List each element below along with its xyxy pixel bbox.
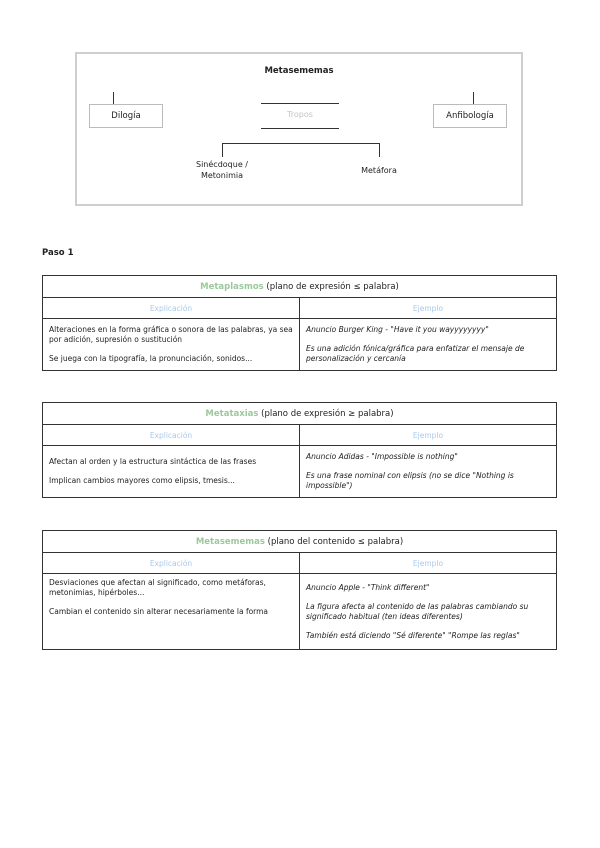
table-header: Metataxias (plano de expresión ≥ palabra…	[42, 402, 557, 425]
table-header: Metasememas (plano del contenido ≤ palab…	[42, 530, 557, 553]
col-explicacion: Explicación	[42, 424, 300, 446]
connector-line	[379, 143, 380, 157]
ejemplo-cell: Anuncio Adidas - "Impossible is nothing"…	[299, 445, 557, 498]
tropos-label: Tropos	[287, 110, 313, 119]
col-ejemplo: Ejemplo	[299, 552, 557, 574]
connector-line	[261, 128, 339, 129]
metasememas-diagram: Metasememas Dilogía Tropos Anfibología S…	[75, 52, 523, 206]
table-metataxias: Metataxias (plano de expresión ≥ palabra…	[42, 402, 557, 498]
connector-line	[113, 92, 114, 104]
col-explicacion: Explicación	[42, 297, 300, 319]
node-sinecdoque: Sinécdoque / Metonimia	[196, 160, 248, 180]
node-metafora: Metáfora	[361, 166, 397, 175]
col-ejemplo: Ejemplo	[299, 424, 557, 446]
box-anfibologia: Anfibología	[433, 104, 507, 128]
table-metasememas: Metasememas (plano del contenido ≤ palab…	[42, 530, 557, 650]
connector-line	[473, 92, 474, 104]
ejemplo-cell: Anuncio Apple - "Think different" La fig…	[299, 573, 557, 650]
connector-line	[222, 143, 223, 157]
connector-line	[222, 143, 379, 144]
connector-line	[261, 103, 339, 104]
table-metaplasmos: Metaplasmos (plano de expresión ≤ palabr…	[42, 275, 557, 371]
diagram-title: Metasememas	[264, 66, 334, 76]
box-dilogia: Dilogía	[89, 104, 163, 128]
ejemplo-cell: Anuncio Burger King - "Have it you wayyy…	[299, 318, 557, 371]
explicacion-cell: Desviaciones que afectan al significado,…	[42, 573, 300, 650]
table-header: Metaplasmos (plano de expresión ≤ palabr…	[42, 275, 557, 298]
explicacion-cell: Afectan al orden y la estructura sintáct…	[42, 445, 300, 498]
explicacion-cell: Alteraciones en la forma gráfica o sonor…	[42, 318, 300, 371]
col-ejemplo: Ejemplo	[299, 297, 557, 319]
col-explicacion: Explicación	[42, 552, 300, 574]
step-label: Paso 1	[42, 248, 74, 258]
